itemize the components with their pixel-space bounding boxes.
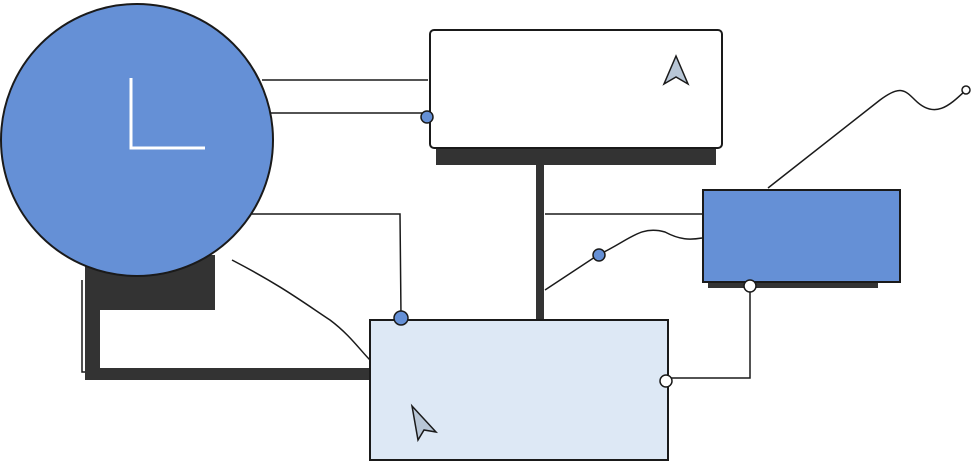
top-box-shadow (436, 145, 716, 165)
clock-circle[interactable] (0, 3, 274, 277)
mid-connector-dot[interactable] (592, 248, 606, 262)
cursor-icon (410, 403, 439, 443)
top-box[interactable] (429, 29, 723, 149)
vertical-bar (536, 148, 544, 320)
connector-right-box-to-bottom-box (668, 288, 751, 379)
antenna-end-dot[interactable] (961, 85, 971, 95)
right-box-port[interactable] (743, 279, 757, 293)
right-box[interactable] (702, 189, 901, 283)
connectors (81, 79, 967, 379)
connector-wavy-to-right-box (544, 229, 703, 291)
clock-icon (129, 78, 205, 150)
connector-wavy-clock-bottom-box (231, 259, 371, 361)
bottom-box[interactable] (369, 319, 669, 461)
bottom-box-port-right[interactable] (659, 374, 673, 388)
top-box-port[interactable] (420, 110, 434, 124)
connector-right-box-to-antenna (767, 89, 967, 189)
clock-shadow (85, 270, 370, 380)
bottom-box-port-top[interactable] (393, 310, 409, 326)
cursor-icon (662, 54, 690, 86)
connector-clock-to-bottom-box (250, 213, 402, 317)
